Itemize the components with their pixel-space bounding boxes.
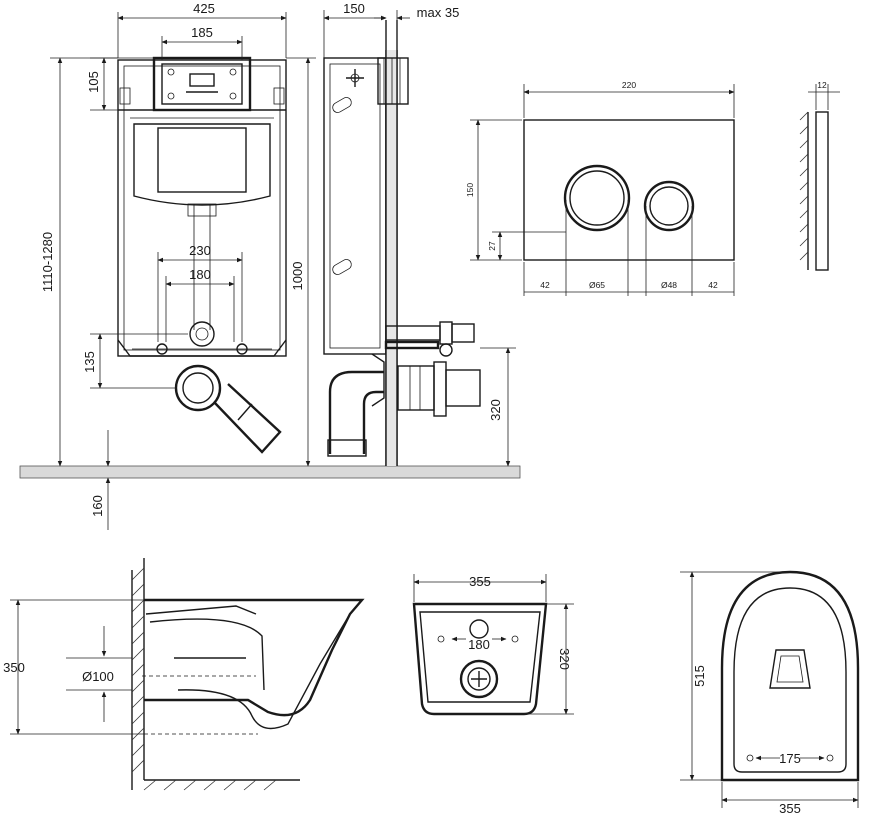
label-button-large: Ø65 <box>589 280 605 290</box>
label-plate-thickness: 12 <box>817 80 827 90</box>
flush-plate-dimensions <box>470 84 840 296</box>
label-floor-offset: 160 <box>90 495 105 517</box>
label-margin-left: 42 <box>540 280 550 290</box>
label-plate-width: 220 <box>622 80 636 90</box>
flush-plate-side <box>799 111 829 271</box>
label-wall-max: max 35 <box>417 5 460 20</box>
bowl-top-view <box>680 570 860 808</box>
label-bowl-length: 515 <box>692 665 707 687</box>
label-plate-height: 150 <box>465 183 475 197</box>
floor-slab <box>19 465 521 479</box>
label-rear-width: 355 <box>469 574 491 589</box>
label-bracket-width: 185 <box>191 25 213 40</box>
frame-dimensions <box>50 10 516 530</box>
dimension-labels: 425 185 105 1110-1280 230 180 135 160 10… <box>3 1 827 816</box>
bowl-side-dimensions <box>10 599 144 735</box>
frame-front-view <box>117 56 287 454</box>
bowl-rear-view <box>412 574 574 716</box>
label-drain-height: 320 <box>488 399 503 421</box>
label-bolt-spacing-180: 180 <box>189 267 211 282</box>
label-top-width: 355 <box>779 801 801 816</box>
label-pipe-height: 135 <box>82 351 97 373</box>
label-button-small: Ø48 <box>661 280 677 290</box>
label-outlet-diameter: Ø100 <box>82 669 114 684</box>
label-top-bolt-spacing: 175 <box>779 751 801 766</box>
label-frame-depth: 150 <box>343 1 365 16</box>
label-rear-bolt-spacing: 180 <box>468 637 490 652</box>
label-bowl-height: 350 <box>3 660 25 675</box>
label-frame-height: 1000 <box>290 262 305 291</box>
label-margin-right: 42 <box>708 280 718 290</box>
frame-side-view <box>323 20 481 466</box>
label-install-height-range: 1110-1280 <box>40 232 55 292</box>
bowl-side-view <box>131 558 365 791</box>
label-button-offset: 27 <box>487 241 497 251</box>
label-top-offset: 105 <box>86 71 101 93</box>
flush-plate-front <box>523 119 735 261</box>
label-rear-height: 320 <box>557 648 572 670</box>
label-frame-width: 425 <box>193 1 215 16</box>
label-bolt-spacing-230: 230 <box>189 243 211 258</box>
